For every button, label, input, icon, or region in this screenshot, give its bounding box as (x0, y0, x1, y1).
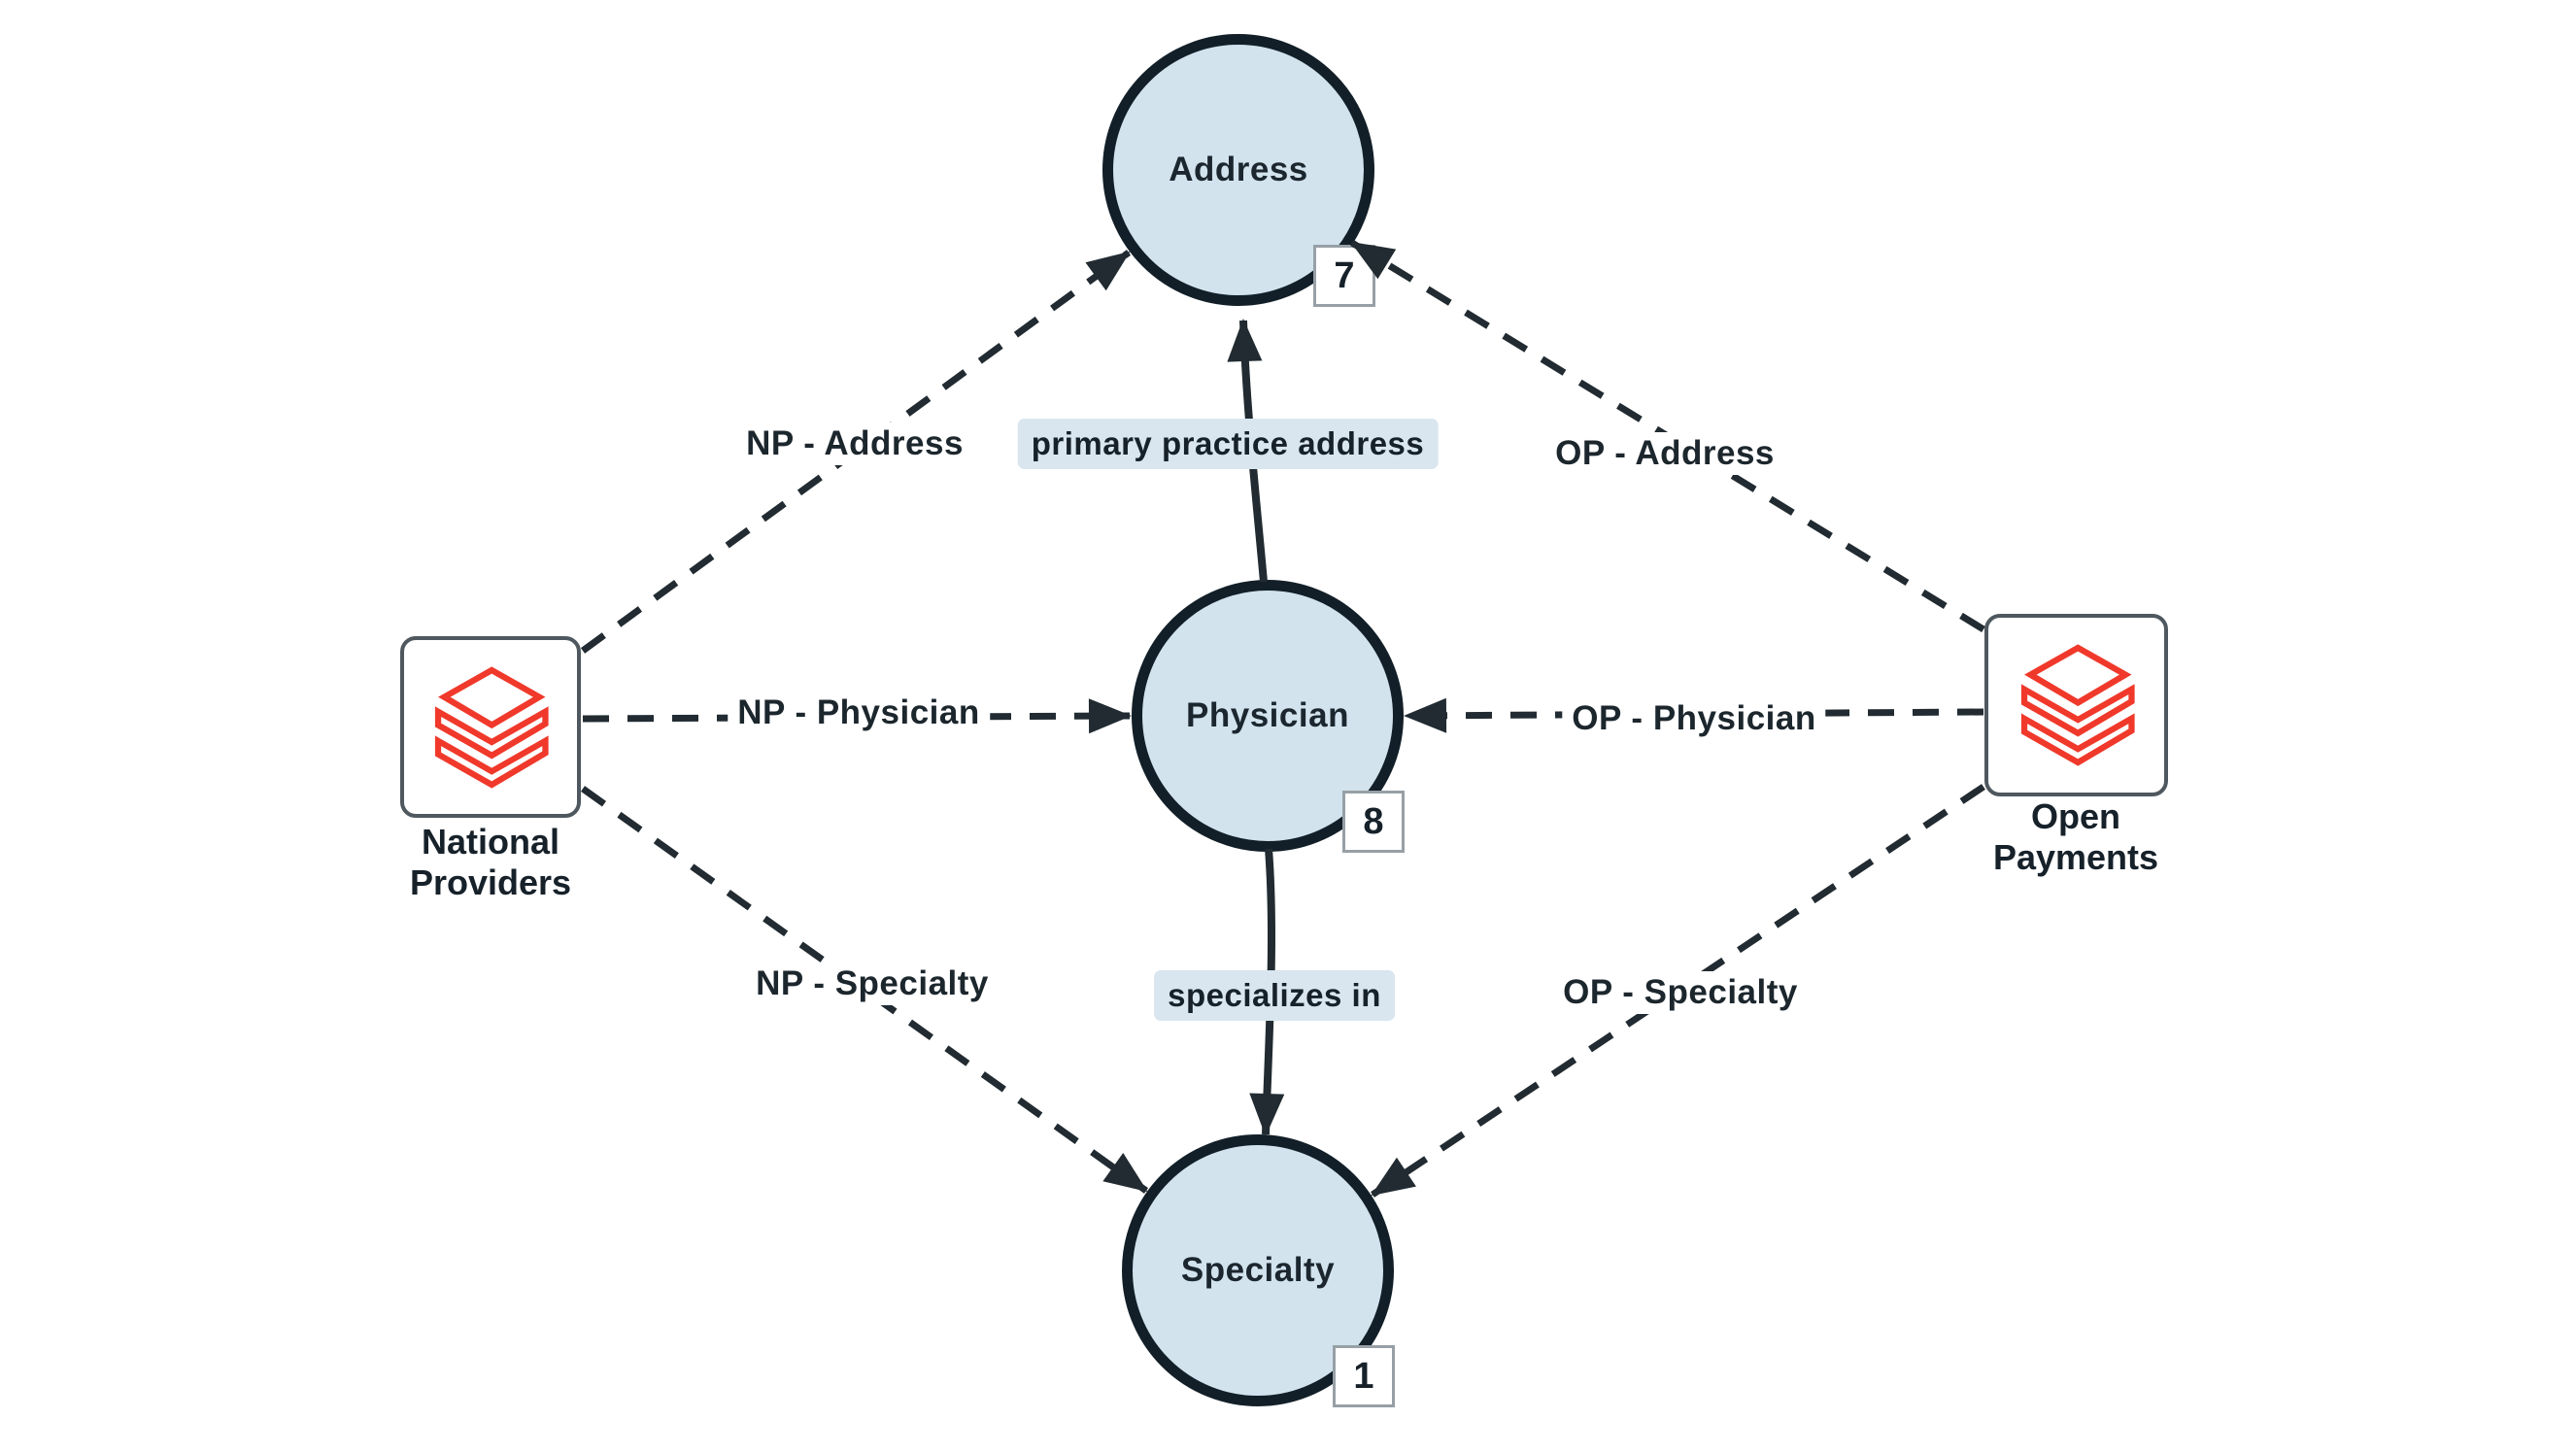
source-label-national-providers: National Providers (381, 822, 600, 904)
source-label-line2: Providers (409, 862, 572, 903)
edge-label-op-address[interactable]: OP - Address (1545, 432, 1784, 475)
edge-label-np-address[interactable]: NP - Address (736, 422, 973, 465)
badge-physician-count: 8 (1342, 791, 1405, 853)
edge-label-np-physician[interactable]: NP - Physician (728, 692, 990, 734)
source-label-line2: Payments (1992, 837, 2159, 878)
source-label-line1: National (421, 822, 559, 862)
entity-node-address[interactable]: Address 7 (1102, 34, 1375, 307)
edge-label-op-specialty[interactable]: OP - Specialty (1553, 971, 1808, 1014)
relationship-label-specializes-in[interactable]: specializes in (1154, 970, 1395, 1021)
databricks-logo-icon (434, 665, 549, 789)
source-label-line1: Open (2030, 796, 2120, 836)
badge-specialty-count: 1 (1333, 1345, 1395, 1407)
edge-label-np-specialty[interactable]: NP - Specialty (746, 963, 999, 1005)
badge-address-count: 7 (1313, 245, 1375, 307)
source-node-national-providers[interactable] (400, 636, 581, 818)
source-label-open-payments: Open Payments (1966, 796, 2186, 879)
entity-node-specialty[interactable]: Specialty 1 (1122, 1134, 1395, 1407)
source-node-open-payments[interactable] (1984, 614, 2168, 796)
entity-label-specialty: Specialty (1180, 1251, 1336, 1289)
entity-label-address: Address (1169, 151, 1308, 188)
entity-node-physician[interactable]: Physician 8 (1132, 580, 1405, 853)
relationship-label-primary-practice-address[interactable]: primary practice address (1017, 419, 1439, 469)
edge-label-op-physician[interactable]: OP - Physician (1562, 697, 1826, 740)
databricks-logo-icon (2020, 644, 2135, 766)
entity-label-physician: Physician (1186, 696, 1349, 734)
